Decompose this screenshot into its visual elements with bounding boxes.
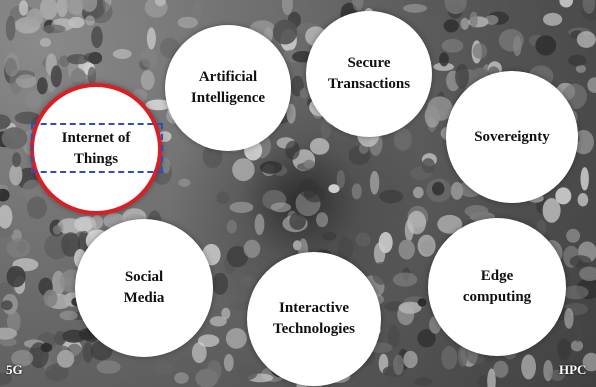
node-social-media: Social Media — [75, 219, 213, 357]
node-label: Social Media — [123, 269, 165, 306]
node-label: Internet of Things — [61, 130, 131, 167]
node-internet-of-things: Internet of Things — [30, 83, 162, 215]
node-label: Artificial Intelligence — [190, 69, 266, 106]
node-label: Interactive Technologies — [273, 300, 355, 337]
node-artificial-intelligence: Artificial Intelligence — [165, 25, 291, 151]
node-interactive-technologies: Interactive Technologies — [247, 252, 381, 386]
node-label: Edge computing — [462, 268, 532, 305]
corner-label-left: 5G — [6, 362, 23, 377]
dashed-highlight-box — [31, 123, 163, 173]
node-label: Sovereignty — [474, 128, 550, 145]
node-secure-transactions: Secure Transactions — [306, 11, 432, 137]
corner-label-right: HPC — [559, 362, 587, 377]
node-edge-computing: Edge computing — [428, 218, 566, 356]
node-label: Secure Transactions — [327, 55, 411, 92]
node-sovereignty: Sovereignty — [446, 71, 578, 203]
